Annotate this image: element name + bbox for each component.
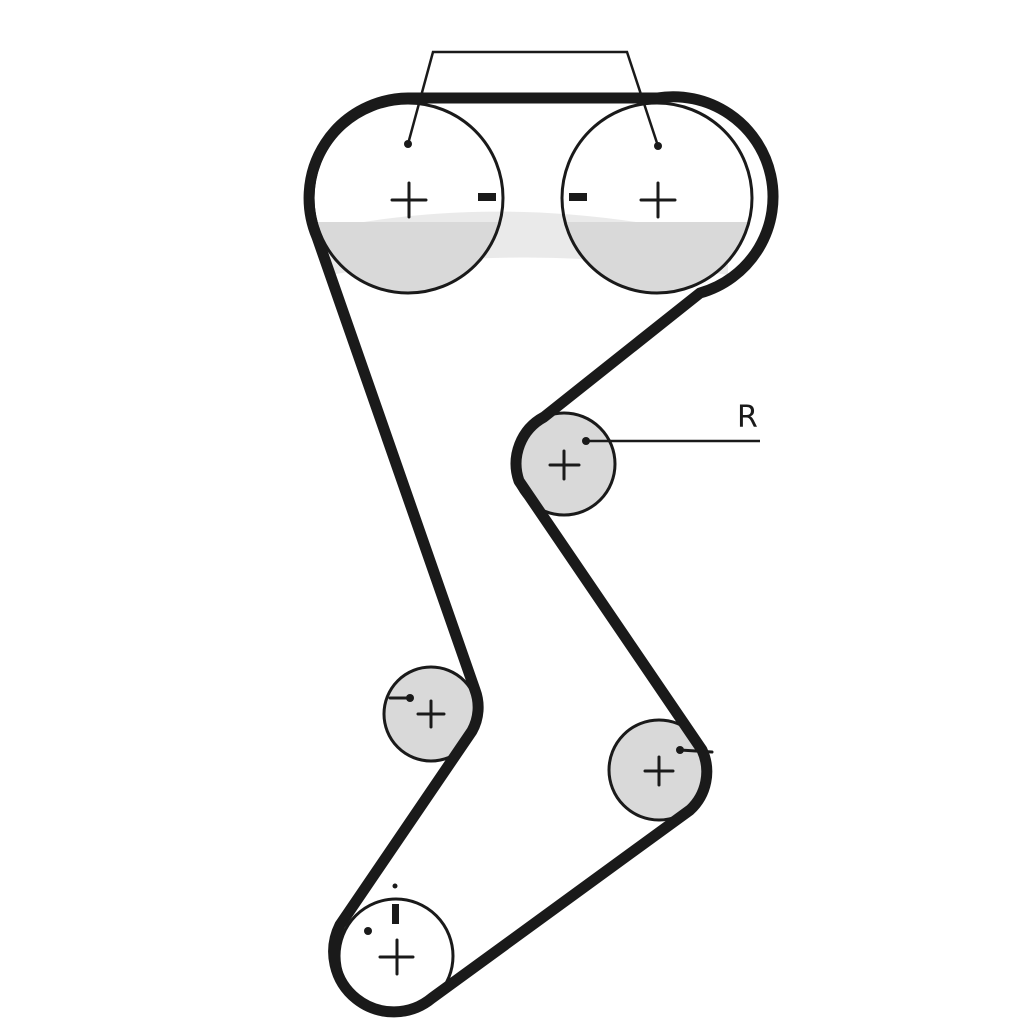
tensioner-pulley bbox=[511, 411, 617, 517]
crankshaft-tick-icon bbox=[392, 883, 398, 889]
crankshaft-center-icon bbox=[378, 938, 415, 976]
idler-right-dot-icon bbox=[676, 746, 684, 754]
camshaft-right-pulley bbox=[560, 101, 754, 295]
timing-belt bbox=[303, 91, 779, 1018]
camshaft-left-timing-mark bbox=[478, 193, 496, 201]
idler-right-center-icon bbox=[643, 755, 675, 787]
camshaft-right-timing-mark bbox=[569, 193, 587, 201]
tensioner-center-icon bbox=[548, 449, 581, 481]
crankshaft-dot-icon bbox=[364, 927, 372, 935]
tensioner-label: R bbox=[737, 400, 758, 435]
camshaft-left-center-icon bbox=[390, 181, 428, 219]
camshaft-right-center-icon bbox=[639, 181, 677, 219]
crankshaft-timing-mark bbox=[392, 904, 399, 924]
idler-left-dot-icon bbox=[406, 694, 414, 702]
camshaft-bracket bbox=[406, 50, 660, 147]
idler-left-center-icon bbox=[416, 699, 446, 729]
